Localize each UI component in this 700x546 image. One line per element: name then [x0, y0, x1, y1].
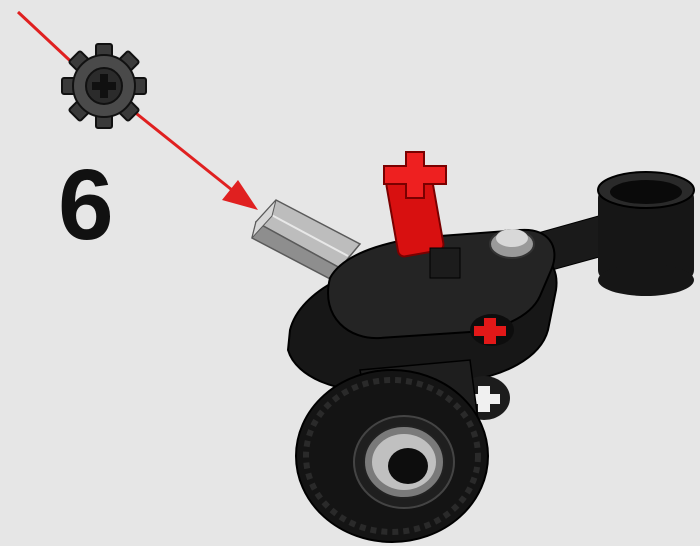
arrow-shaft — [122, 102, 232, 190]
cylinder-socket — [598, 172, 694, 296]
wheel — [296, 370, 488, 542]
gray-stud — [490, 229, 534, 258]
gear-icon — [62, 44, 146, 128]
red-cross-hole — [470, 314, 514, 346]
caster-wheel-assembly — [288, 152, 694, 542]
